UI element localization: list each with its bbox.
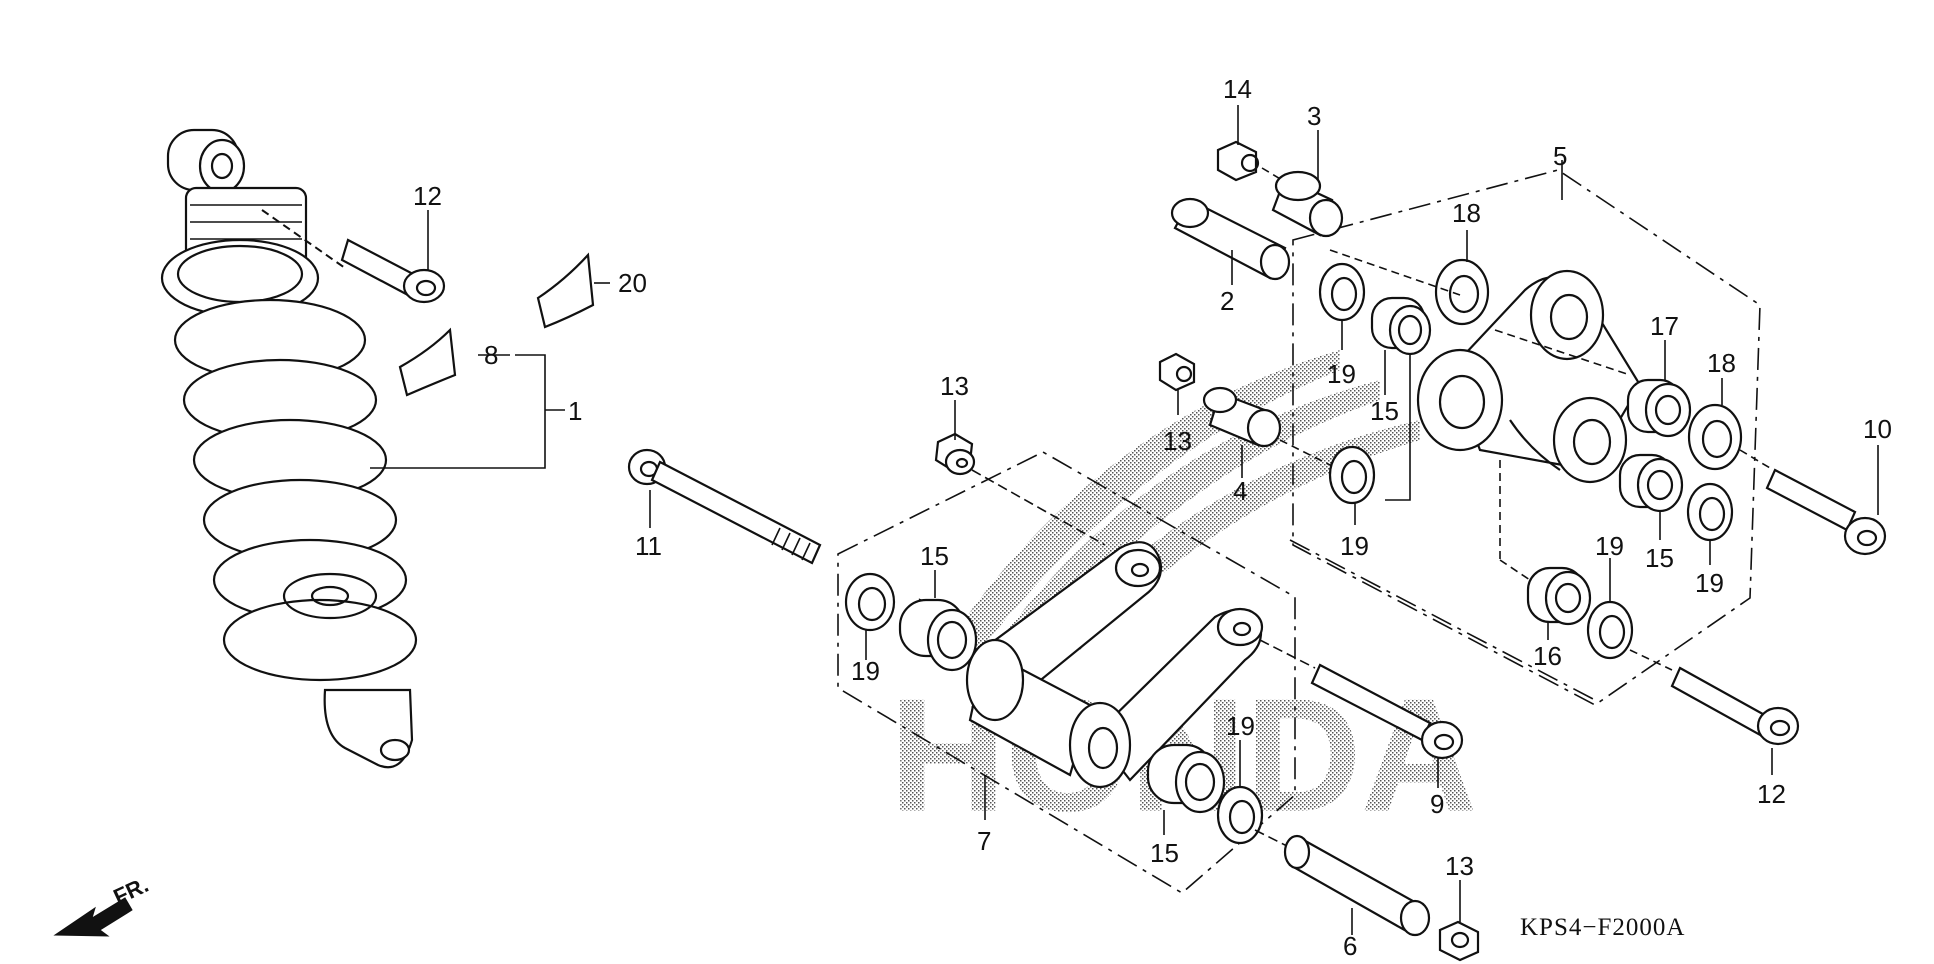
callout-2: 2	[1220, 286, 1234, 316]
callout-1: 1	[568, 396, 582, 426]
sticker-20	[536, 252, 595, 329]
seal-19-lower	[1586, 600, 1634, 660]
bolt-11	[627, 448, 822, 565]
collar-2	[1170, 197, 1291, 281]
callout-10: 10	[1863, 414, 1892, 444]
callout-20: 20	[618, 268, 647, 298]
callout-19-mid: 19	[1340, 531, 1369, 561]
callout-labels: 1 2 3 4 5 6 7 8 9 10 11 12 12 13 13 13 1…	[413, 74, 1892, 961]
callout-13-bottom: 13	[1445, 851, 1474, 881]
callout-7: 7	[977, 826, 991, 856]
bolt-10	[1739, 449, 1887, 556]
callout-17: 17	[1650, 311, 1679, 341]
seal-19-upper	[1318, 262, 1366, 322]
callout-12-upper: 12	[413, 181, 442, 211]
callout-18-right: 18	[1707, 348, 1736, 378]
sticker-8	[398, 327, 457, 397]
callout-15-upper: 15	[1370, 396, 1399, 426]
callout-11: 11	[635, 531, 662, 561]
callout-16: 16	[1533, 641, 1562, 671]
bearing-16	[1526, 566, 1592, 626]
bearing-17	[1626, 378, 1692, 438]
callout-19-upper: 19	[1327, 359, 1356, 389]
link-bearing-15-right	[1146, 743, 1226, 814]
diagram-code: KPS4−F2000A	[1520, 914, 1685, 941]
bearing-15-upper	[1370, 296, 1432, 356]
bearing-15-right	[1618, 453, 1684, 513]
nut-14	[1216, 140, 1283, 182]
seal-19-mid	[1328, 445, 1376, 505]
callout-14: 14	[1223, 74, 1252, 104]
seal-19-right	[1686, 482, 1734, 542]
callout-6: 6	[1343, 931, 1357, 961]
seal-18-upper	[1434, 258, 1490, 326]
callout-12-lower: 12	[1757, 779, 1786, 809]
callout-18-upper: 18	[1452, 198, 1481, 228]
callout-13-upper: 13	[1163, 426, 1192, 456]
shock-arm-5	[1416, 269, 1642, 484]
callout-8: 8	[484, 340, 498, 370]
link-seal-19-right	[1216, 785, 1264, 845]
callout-15-right: 15	[1645, 543, 1674, 573]
callout-5: 5	[1553, 141, 1567, 171]
callout-15-link-left: 15	[920, 541, 949, 571]
bolt-12-upper	[261, 209, 446, 304]
link-bearing-15-left	[898, 598, 978, 672]
callout-19-link-right: 19	[1226, 711, 1255, 741]
link-seal-19-left	[844, 572, 896, 632]
collar-3	[1271, 170, 1344, 238]
nut-13-upper	[1158, 352, 1196, 392]
callout-15-link-right: 15	[1150, 838, 1179, 868]
arrow-fr-icon: FR.	[53, 872, 152, 937]
rear-shock-absorber	[160, 128, 418, 769]
callout-9: 9	[1430, 789, 1444, 819]
bolt-12-lower	[1629, 649, 1800, 746]
callout-19-right: 19	[1695, 568, 1724, 598]
callout-13-link: 13	[940, 371, 969, 401]
bolt-9	[1259, 639, 1464, 760]
callout-3: 3	[1307, 101, 1321, 131]
nut-13-bottom	[1438, 920, 1480, 962]
callout-19-lower: 19	[1595, 531, 1624, 561]
leader-lines	[370, 105, 1879, 935]
callout-4: 4	[1233, 476, 1247, 506]
callout-19-link-left: 19	[851, 656, 880, 686]
nut-13-link	[934, 432, 1106, 546]
collar-6	[1254, 829, 1431, 937]
collar-4	[1202, 386, 1341, 471]
suspension-link-7	[965, 541, 1264, 789]
arm-enclosure-5	[1292, 169, 1761, 706]
seal-18-right	[1687, 403, 1743, 471]
